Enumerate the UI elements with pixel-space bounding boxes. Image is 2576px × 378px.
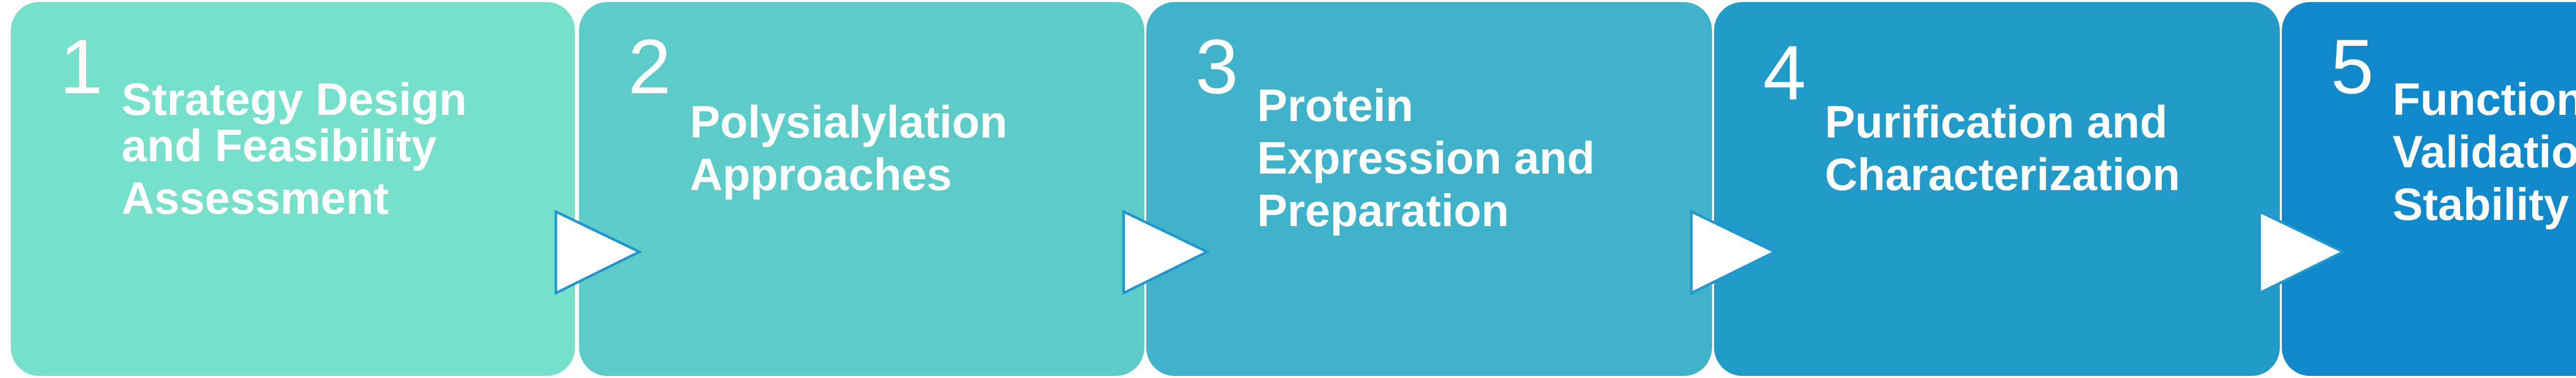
step-3: 3 Protein Expression and Preparation bbox=[1146, 2, 1712, 376]
step-number: 5 bbox=[2331, 23, 2374, 110]
step-title: Polysialylation Approaches bbox=[690, 96, 1008, 200]
step-2: 2 Polysialylation Approaches bbox=[579, 2, 1144, 376]
step-number: 3 bbox=[1195, 23, 1239, 110]
step-title: Purification and Characterization bbox=[1825, 96, 2180, 200]
step-number: 2 bbox=[628, 23, 671, 110]
step-title: Protein Expression and Preparation bbox=[1257, 80, 1595, 236]
step-number: 1 bbox=[60, 23, 103, 110]
arrow-right-icon bbox=[1690, 210, 1777, 296]
step-title: Strategy Design and Feasibility Assessme… bbox=[122, 74, 467, 224]
arrow-right-icon bbox=[554, 210, 641, 296]
step-number: 4 bbox=[1763, 29, 1806, 116]
arrow-right-icon bbox=[2258, 210, 2345, 296]
arrow-right-icon bbox=[1122, 210, 1209, 296]
step-1: 1 Strategy Design and Feasibility Assess… bbox=[11, 2, 575, 376]
step-5: 5 Functional Validation and Stability Te… bbox=[2282, 2, 2576, 376]
step-4: 4 Purification and Characterization bbox=[1714, 2, 2280, 376]
step-title: Functional Validation and Stability Test… bbox=[2393, 74, 2576, 230]
